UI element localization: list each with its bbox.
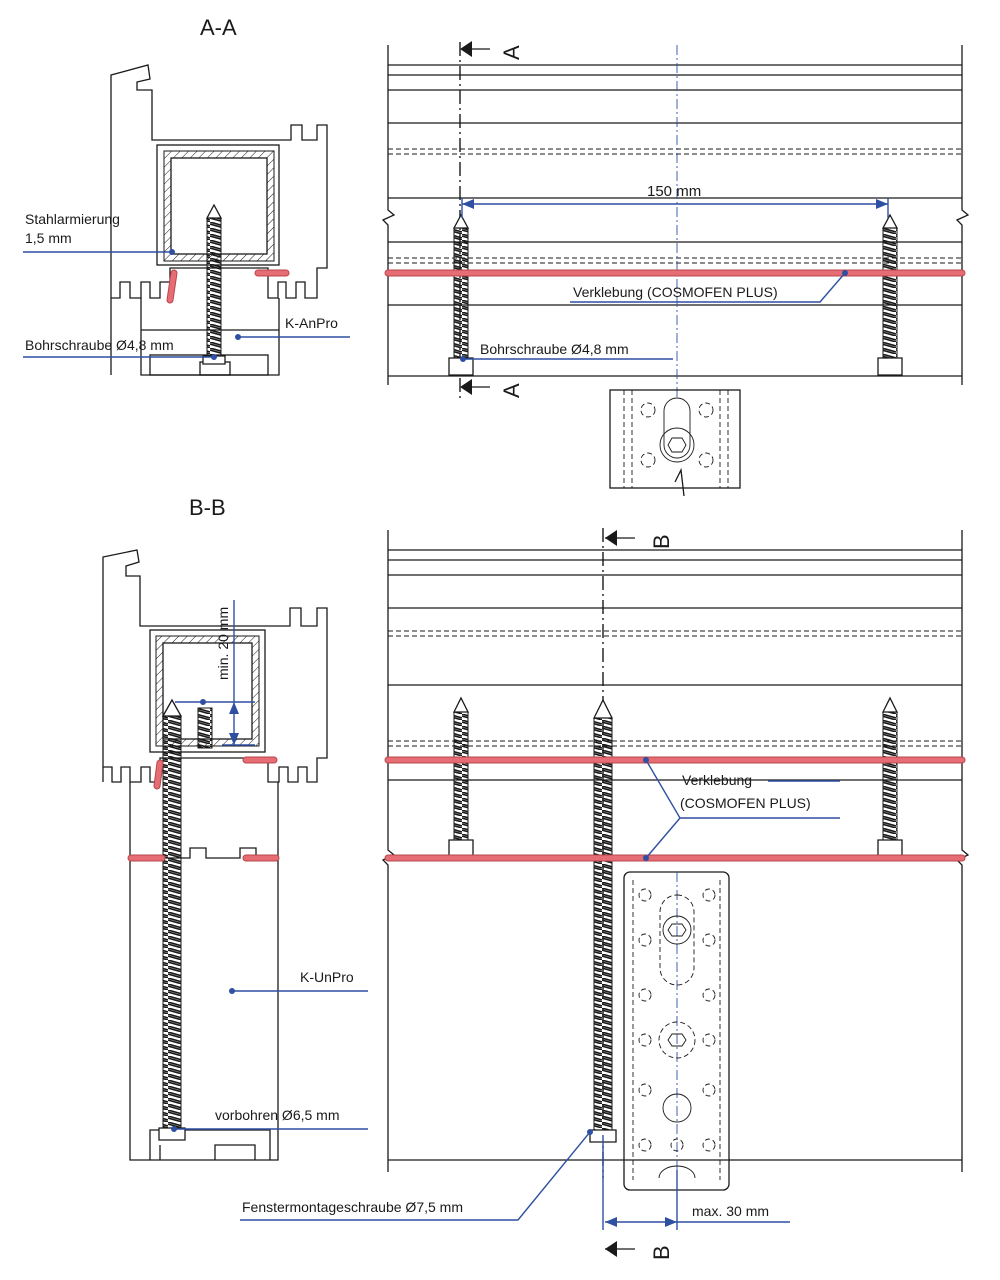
- label-min-depth: min. 20 mm: [215, 607, 231, 680]
- label-max-dist: max. 30 mm: [692, 1203, 769, 1219]
- section-b-letter-bottom: B: [649, 1245, 674, 1260]
- label-drill-screw-right: Bohrschraube Ø4,8 mm: [480, 341, 629, 357]
- section-a-letter-bottom: A: [499, 383, 524, 398]
- section-b-marker-bottom: B: [605, 1241, 674, 1260]
- section-a-marker-bottom: A: [460, 379, 524, 398]
- label-glue-b-1: Verklebung: [682, 772, 752, 788]
- label-predrill: vorbohren Ø6,5 mm: [215, 1107, 340, 1123]
- label-glue-a: Verklebung (COSMOFEN PLUS): [573, 284, 778, 300]
- section-bb-title: B-B: [189, 495, 226, 520]
- label-unpro: K-UnPro: [300, 969, 354, 985]
- section-aa-title: A-A: [200, 15, 237, 40]
- elevation-a-annotations: Verklebung (COSMOFEN PLUS) Bohrschraube …: [460, 270, 848, 362]
- section-b-marker-top: B: [605, 530, 674, 549]
- section-bb-profile: B-B min. 20 mm: [102, 495, 328, 1161]
- label-steel-2: 1,5 mm: [25, 230, 72, 246]
- elevation-b: max. 30 mm: [381, 528, 970, 1230]
- section-a-letter-top: A: [499, 45, 524, 60]
- label-steel-1: Stahlarmierung: [25, 211, 120, 227]
- label-frame-screw: Fenstermontageschraube Ø7,5 mm: [242, 1199, 463, 1215]
- label-drill-screw-left: Bohrschraube Ø4,8 mm: [25, 337, 174, 353]
- section-b-letter-top: B: [649, 534, 674, 549]
- section-a-marker-top: A: [460, 41, 524, 60]
- label-anpro: K-AnPro: [285, 315, 338, 331]
- bracket-holes: [638, 888, 716, 1152]
- label-glue-b-2: (COSMOFEN PLUS): [680, 795, 811, 811]
- label-spacing: 150 mm: [647, 183, 701, 200]
- bb-annotations: K-UnPro vorbohren Ø6,5 mm: [171, 969, 368, 1132]
- section-aa-profile: A-A: [110, 15, 328, 376]
- aa-annotations: Stahlarmierung 1,5 mm K-AnPro Bohrschrau…: [23, 211, 350, 360]
- elevation-a: 150 mm: [381, 42, 970, 497]
- elevation-b-annotations: Verklebung (COSMOFEN PLUS) Fenstermontag…: [240, 757, 840, 1221]
